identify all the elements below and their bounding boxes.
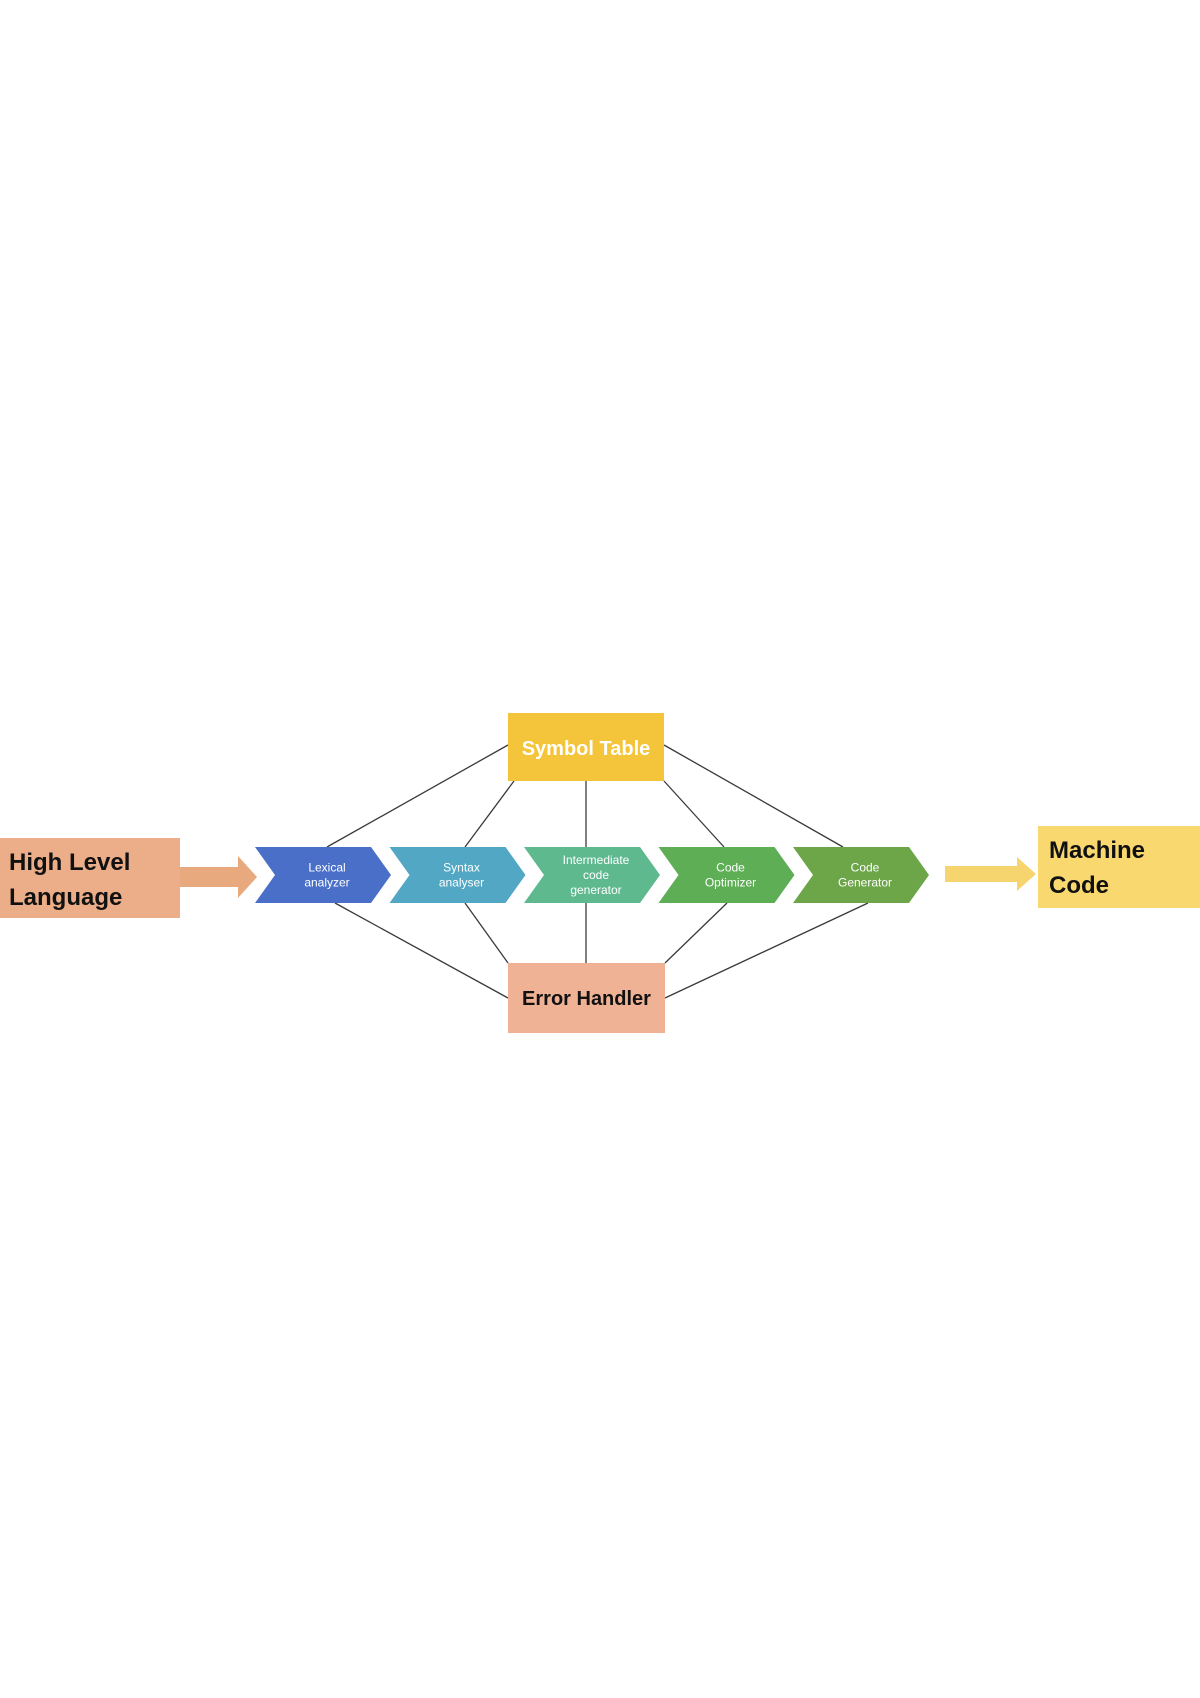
input-high-level-language: High Level Language [0,838,180,918]
stage-chevron-3 [524,847,660,903]
stage-label-2-line-1: Syntax [443,861,480,875]
stage-label-3-line-2: code [583,868,609,882]
stage-label-5-line-2: Generator [838,876,892,890]
output-box [1038,826,1200,908]
connector-line-6 [334,902,509,999]
symbol-table: Symbol Table [508,713,664,781]
output-arrow [945,857,1036,891]
output-label-line-1: Machine [1049,837,1145,864]
input-label-line-2: Language [9,884,122,911]
input-label-line-1: High Level [9,849,130,876]
symbol-table-box [508,713,664,781]
stage-chevron-4 [658,847,795,903]
output-label-line-2: Code [1049,872,1109,899]
connector-line-9 [664,902,728,964]
stage-label-2-line-2: analyser [439,876,484,890]
connector-line-10 [664,902,869,999]
error-handler: Error Handler [508,963,665,1033]
connector-line-5 [663,744,844,848]
input-arrow [180,856,257,898]
stage-chevron-2 [389,847,526,903]
symbol-table-label: Symbol Table [522,738,651,760]
stage-label-1-line-1: Lexical [308,861,345,875]
connector-line-1 [326,744,509,848]
connector-lines [326,744,869,999]
stage-label-3-line-3: generator [570,883,621,897]
error-handler-box [508,963,665,1033]
stage-label-4-line-2: Optimizer [705,876,756,890]
stage-label-1-line-2: analyzer [304,876,349,890]
connector-line-4 [663,780,725,848]
input-box [0,838,180,918]
stage-chevron-5 [793,847,929,903]
stage-label-5-line-1: Code [851,861,880,875]
connector-line-7 [464,902,509,964]
connector-line-2 [464,780,515,848]
stage-chevron-1 [255,847,391,903]
error-handler-label: Error Handler [522,988,651,1010]
output-machine-code: Machine Code [1038,826,1200,908]
stage-label-3-line-1: Intermediate [563,853,630,867]
stage-label-4-line-1: Code [716,861,745,875]
